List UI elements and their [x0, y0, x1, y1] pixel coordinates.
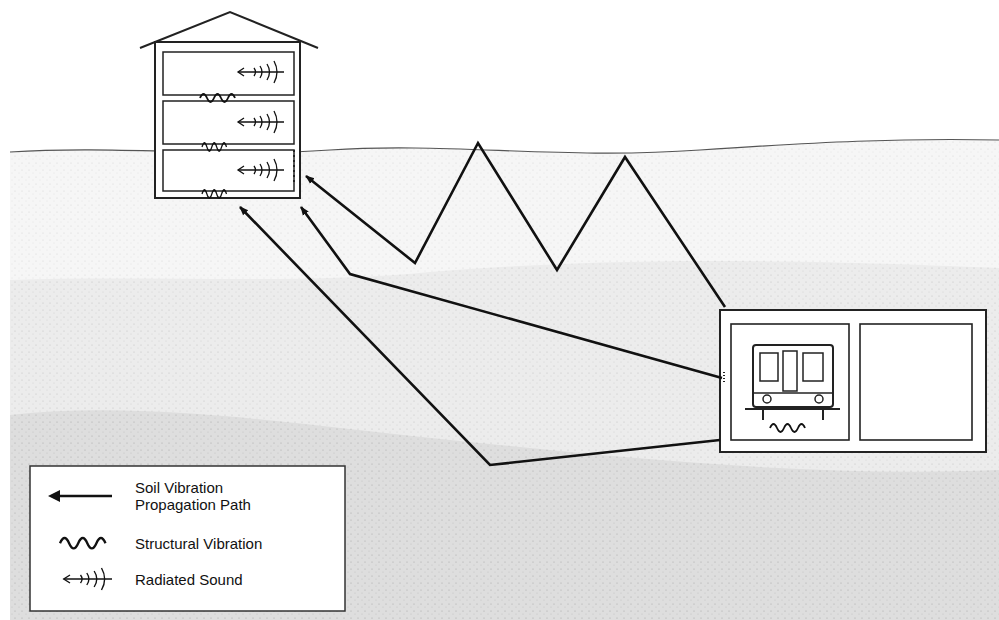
legend-box [30, 466, 345, 611]
soil-layer [10, 139, 999, 620]
legend-text: Soil Vibration Propagation Path [135, 479, 305, 513]
soil-layer [10, 139, 999, 620]
soil-layer [10, 261, 999, 620]
legend-text: Radiated Sound [135, 571, 305, 588]
tunnel [720, 310, 986, 452]
legend-sample [48, 490, 112, 590]
soil-layer [10, 261, 999, 620]
legend-text: Structural Vibration [135, 535, 305, 552]
propagation-path [240, 143, 725, 465]
building [140, 12, 318, 198]
